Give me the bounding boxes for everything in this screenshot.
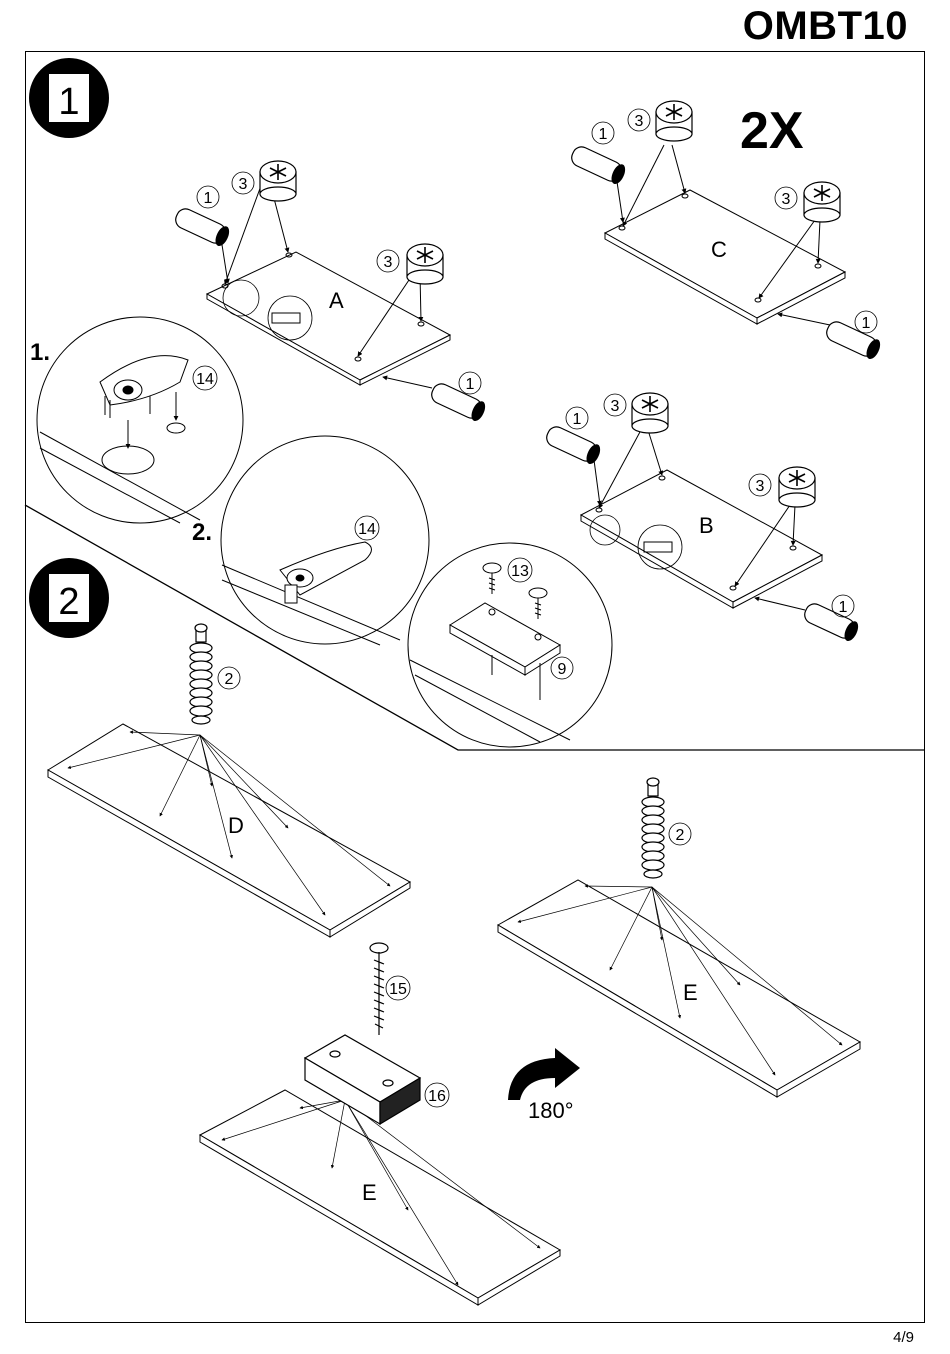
callout-1: 1 [592,122,614,144]
callout-1: 1 [197,186,219,208]
panel-a [207,183,450,388]
callout-14: 14 [355,516,379,540]
svg-text:1: 1 [599,126,608,143]
svg-text:3: 3 [635,113,644,130]
callout-2: 2 [218,667,240,689]
panel-c-label: C [711,237,727,262]
detail-circle-3 [408,543,612,747]
svg-text:1: 1 [204,190,213,207]
callout-14: 14 [193,366,217,390]
step-1-number: 1 [58,81,79,123]
callout-1: 1 [459,372,481,394]
callout-9: 9 [551,657,573,679]
svg-text:2: 2 [676,827,685,844]
substep-2-label: 2. [192,519,212,546]
svg-text:16: 16 [428,1088,446,1105]
callout-13: 13 [508,558,532,582]
callout-3: 3 [604,394,626,416]
svg-text:2: 2 [225,671,234,688]
callout-3: 3 [775,187,797,209]
panel-d-label: D [228,813,244,838]
callout-1: 1 [855,311,877,333]
panel-b-label: B [699,513,714,538]
svg-text:1: 1 [466,376,475,393]
panel-a-label: A [329,288,344,313]
svg-text:3: 3 [756,478,765,495]
rotation-label: 180° [528,1098,574,1123]
cam-bolt-icon [190,624,212,724]
svg-text:3: 3 [611,398,620,415]
panel-e-upper-label: E [683,980,698,1005]
svg-text:3: 3 [782,191,791,208]
svg-text:1: 1 [839,599,848,616]
callout-3: 3 [377,250,399,272]
svg-text:14: 14 [358,521,376,538]
svg-text:3: 3 [239,176,248,193]
svg-text:9: 9 [558,661,567,678]
svg-text:15: 15 [389,981,407,998]
detail-circle-2 [221,436,429,645]
substep-1-label: 1. [30,339,50,366]
callout-1: 1 [832,595,854,617]
callout-3: 3 [232,172,254,194]
page-number: 4/9 [893,1329,914,1346]
rotate-arrow-icon [508,1048,580,1100]
svg-text:1: 1 [862,315,871,332]
callout-2: 2 [669,823,691,845]
panel-c [605,145,845,325]
step-2-badge: 2 [29,558,109,638]
step-2-number: 2 [58,581,79,623]
svg-text:1: 1 [573,411,582,428]
callout-3: 3 [749,474,771,496]
foot-block-icon [305,1035,420,1124]
step-1-badge: 1 [29,58,109,138]
callout-15: 15 [386,976,410,1000]
svg-text:14: 14 [196,371,214,388]
svg-text:3: 3 [384,254,393,271]
multiplier-label: 2X [740,102,804,160]
svg-text:13: 13 [511,563,529,580]
detail-circle-1 [37,317,243,523]
cam-bolt-icon [642,778,664,878]
callout-3: 3 [628,109,650,131]
panel-e-lower-label: E [362,1180,377,1205]
callout-16: 16 [425,1083,449,1107]
callout-1: 1 [566,407,588,429]
wood-screw-icon [370,943,388,1035]
